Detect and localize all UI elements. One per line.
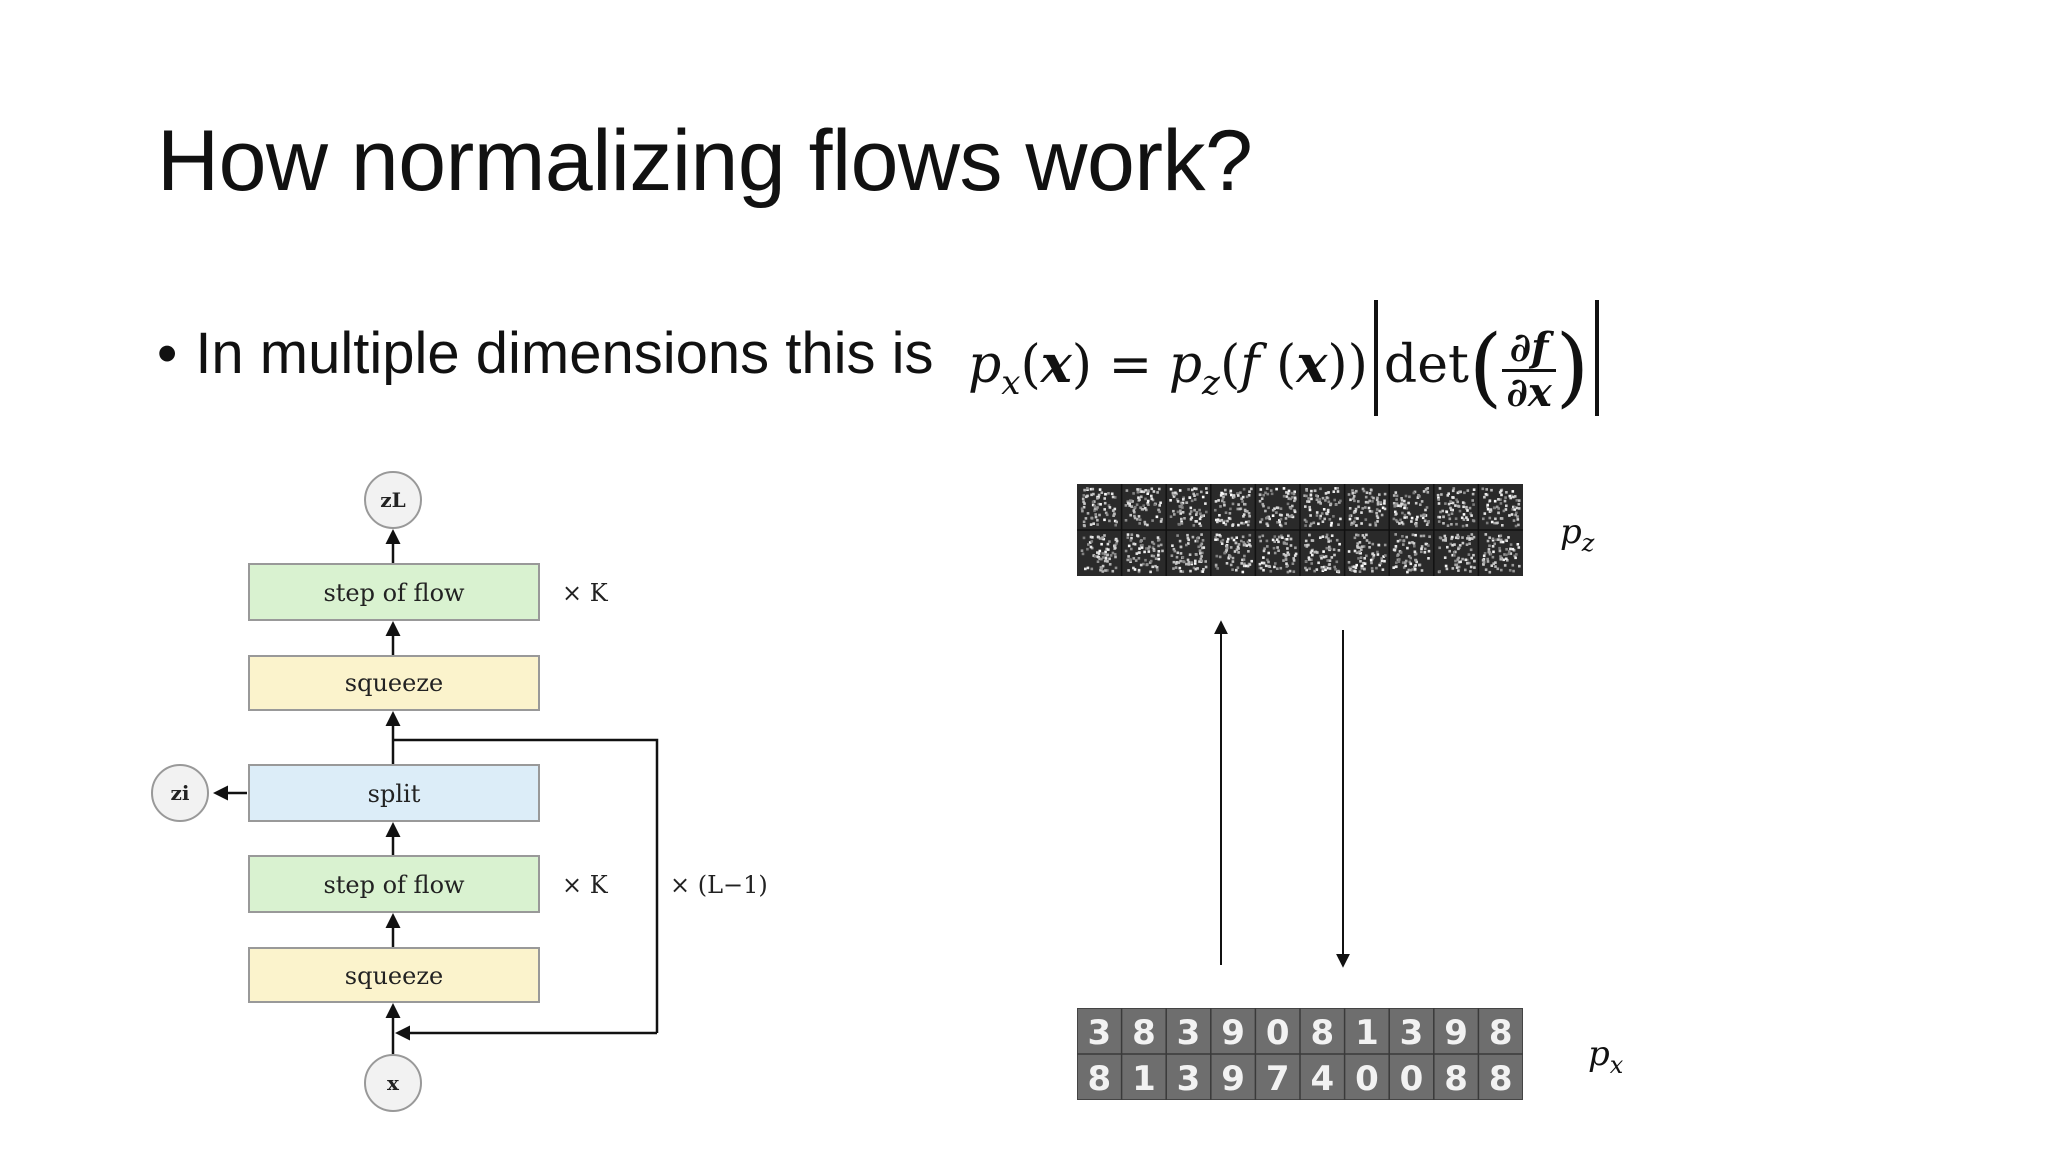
digit-sample: 9 — [1444, 1013, 1468, 1053]
noise-sample — [1437, 533, 1476, 574]
input-node-x — [364, 1054, 422, 1112]
digit-sample: 8 — [1310, 1013, 1334, 1053]
digit-sample: 0 — [1266, 1013, 1290, 1053]
digit-sample: 8 — [1489, 1013, 1513, 1053]
digit-sample: 3 — [1177, 1013, 1201, 1053]
change-of-variables-equation: px(x) = pz(f (x))det(∂f∂x) — [968, 300, 1605, 417]
digit-sample: 0 — [1355, 1059, 1379, 1099]
step-of-flow-box-upper — [248, 563, 540, 621]
latent-distribution-label: pz — [1560, 512, 1595, 557]
digit-sample: 3 — [1177, 1059, 1201, 1099]
svg-text:x: x — [387, 1071, 400, 1095]
noise-sample — [1481, 487, 1521, 528]
digit-sample: 8 — [1087, 1059, 1111, 1099]
digit-sample: 0 — [1400, 1059, 1424, 1099]
bullet-point: • In multiple dimensions this is — [157, 320, 934, 387]
digit-sample: 8 — [1489, 1059, 1513, 1099]
noise-sample — [1214, 533, 1253, 574]
noise-sample — [1080, 487, 1118, 528]
digit-sample: 1 — [1132, 1059, 1156, 1099]
abs-bar-right — [1595, 300, 1600, 416]
digit-sample: 1 — [1355, 1013, 1379, 1053]
flow-direction-arrows — [1214, 620, 1350, 968]
digit-sample: 4 — [1310, 1059, 1334, 1099]
noise-sample — [1436, 487, 1476, 528]
latent-node-zL — [364, 471, 422, 529]
noise-sample — [1169, 487, 1209, 527]
repeat-label-k-lower: × K — [562, 871, 609, 899]
split-box — [248, 764, 540, 822]
noise-sample — [1392, 533, 1431, 574]
noise-sample — [1304, 533, 1341, 574]
noise-sample — [1214, 487, 1253, 527]
digit-sample: 8 — [1132, 1013, 1156, 1053]
svg-text:step of flow: step of flow — [323, 871, 465, 899]
digit-sample: 3 — [1400, 1013, 1424, 1053]
digit-sample: 9 — [1221, 1013, 1245, 1053]
slide-title: How normalizing flows work? — [157, 113, 1253, 209]
svg-text:zL: zL — [380, 488, 405, 512]
digit-sample: 7 — [1266, 1059, 1290, 1099]
noise-sample — [1347, 487, 1387, 527]
digit-sample: 8 — [1444, 1059, 1468, 1099]
bullet-symbol: • — [157, 321, 178, 386]
squeeze-box-upper — [248, 655, 540, 711]
digit-sample: 9 — [1221, 1059, 1245, 1099]
noise-sample — [1124, 487, 1163, 527]
noise-sample — [1170, 533, 1208, 573]
noise-sample — [1124, 533, 1164, 574]
abs-bar-left — [1373, 300, 1378, 416]
noise-sample — [1392, 487, 1430, 528]
det-operator: det — [1383, 335, 1469, 395]
repeat-label-k-upper: × K — [562, 579, 609, 607]
svg-text:step of flow: step of flow — [323, 579, 465, 607]
noise-sample — [1080, 534, 1119, 573]
svg-text:zi: zi — [171, 781, 190, 805]
step-of-flow-box-lower — [248, 855, 540, 913]
latent-node-zi — [151, 764, 209, 822]
svg-text:squeeze: squeeze — [345, 669, 443, 697]
data-distribution-label: px — [1588, 1034, 1624, 1079]
noise-sample — [1258, 534, 1298, 574]
noise-sample — [1481, 533, 1521, 574]
noise-sample — [1347, 533, 1387, 573]
noise-sample — [1303, 487, 1342, 528]
digit-sample: 3 — [1087, 1013, 1111, 1053]
multiscale-flow-diagram: zL step of flow × K squeeze split zi ste… — [151, 471, 768, 1112]
svg-text:squeeze: squeeze — [345, 962, 443, 990]
svg-text:split: split — [368, 780, 421, 808]
repeat-label-levels: × (L−1) — [670, 871, 768, 899]
bullet-text: In multiple dimensions this is — [195, 321, 934, 386]
noise-sample — [1258, 487, 1297, 528]
squeeze-box-lower — [248, 947, 540, 1003]
jacobian-fraction: ∂f∂x — [1502, 327, 1556, 414]
latent-samples-grid — [1077, 484, 1523, 576]
